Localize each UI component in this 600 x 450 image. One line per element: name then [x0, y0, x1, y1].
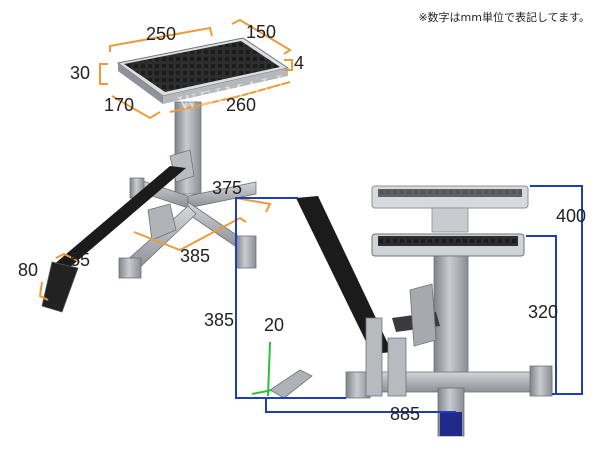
left-plate-edge-front: [118, 63, 163, 104]
label-385-base: 385: [180, 246, 210, 266]
right-dimension-lines: [235, 185, 583, 413]
dim-line-4: [284, 59, 293, 71]
label-385-height: 385: [204, 310, 234, 330]
left-column: [174, 101, 202, 195]
dim-line-170: [111, 95, 161, 120]
label-30: 30: [70, 63, 90, 83]
label-885: 885: [390, 404, 420, 424]
lowered-rubber-pad: [378, 236, 518, 246]
dim-line-385-base: [133, 216, 247, 252]
dim-line-20-horizontal: [251, 389, 273, 395]
raised-rubber-pad: [378, 189, 522, 197]
label-260: 260: [226, 95, 256, 115]
dim-line-385-height: [235, 197, 346, 399]
dim-line-250: [109, 26, 213, 52]
left-stand-illustration: [41, 37, 290, 313]
dim-line-20-vertical: [267, 341, 271, 397]
dim-line-400: [530, 185, 583, 395]
left-foot-front: [118, 257, 142, 279]
dim-line-80: [38, 281, 49, 301]
dim-line-55: [55, 252, 81, 263]
left-plate-edge-side: [163, 68, 288, 104]
left-foot-pedal: [41, 261, 79, 313]
watermark-lower: WEIMALL: [87, 280, 204, 324]
left-rubber-pad: [124, 41, 280, 92]
unit-note: ※数字はmm単位で表記してます。: [418, 11, 590, 24]
label-150: 150: [246, 22, 276, 42]
label-4: 4: [294, 53, 304, 73]
label-20: 20: [264, 315, 284, 335]
right-lever-post-2: [387, 337, 407, 397]
left-lever-arm: [52, 166, 186, 274]
dim-line-150: [231, 18, 292, 55]
label-170: 170: [104, 95, 134, 115]
dim-line-375: [235, 197, 272, 213]
label-375: 375: [212, 178, 242, 198]
right-stand-illustration: [269, 185, 553, 437]
label-250: 250: [146, 24, 176, 44]
right-foot-pedal: [269, 369, 313, 399]
right-foot-cap: [440, 412, 462, 436]
left-foot-right: [235, 235, 257, 269]
right-lever-bracket: [409, 283, 437, 347]
label-55: 55: [70, 250, 90, 270]
raised-column-ghost: [431, 207, 469, 233]
right-base-foot-right: [529, 365, 553, 397]
right-column: [433, 255, 469, 377]
dim-line-885: [265, 398, 456, 413]
dim-line-260: [169, 81, 291, 113]
dim-line-320: [526, 235, 557, 394]
right-lever-arm: [296, 196, 392, 354]
dim-line-30: [99, 63, 108, 85]
label-320: 320: [528, 302, 558, 322]
label-80: 80: [18, 260, 38, 280]
left-dimension-lines: [38, 18, 293, 301]
left-lever-linkage: [147, 203, 177, 241]
right-lever-post: [365, 317, 383, 397]
label-400: 400: [556, 206, 586, 226]
